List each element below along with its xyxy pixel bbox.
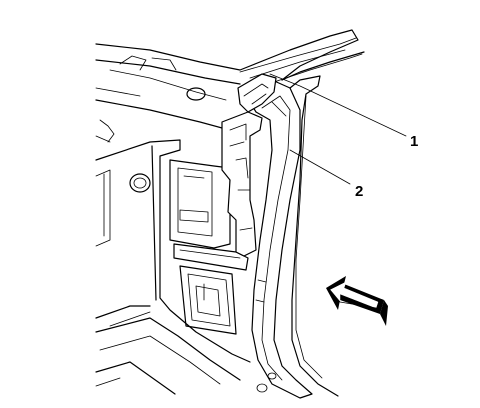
- upper-pocket: [169, 159, 249, 271]
- callout-1: 1: [269, 73, 418, 150]
- callout-1-leader: [269, 73, 407, 137]
- retainer-bracket: [221, 73, 277, 257]
- pillar-trim-panel: [245, 79, 313, 399]
- callout-2: 2: [289, 149, 363, 200]
- roof-rail: [95, 29, 365, 143]
- callout-1-label: 1: [410, 133, 418, 150]
- inner-side-panel: [95, 139, 251, 395]
- view-direction-arrow-icon: [326, 276, 388, 326]
- outer-pillar: [289, 75, 339, 397]
- callout-2-label: 2: [355, 183, 363, 200]
- callout-2-leader: [289, 149, 351, 185]
- lower-pocket: [179, 265, 237, 335]
